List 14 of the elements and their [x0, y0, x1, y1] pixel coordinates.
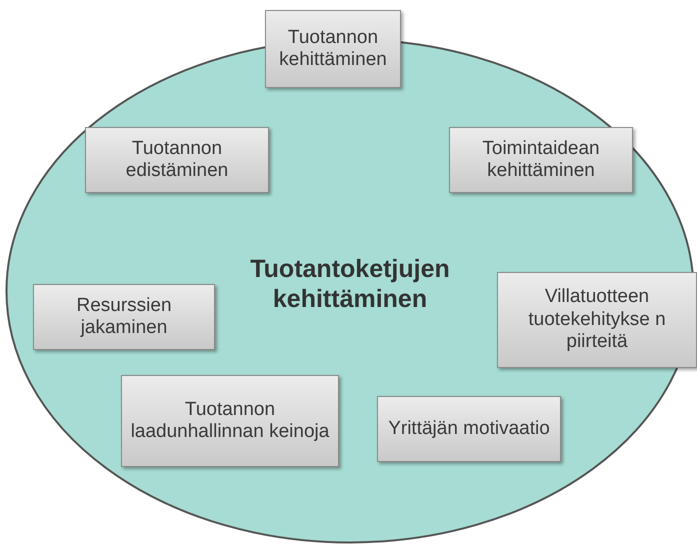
box-label: Tuotannon laadunhallinnan keinoja	[130, 398, 330, 444]
topic-box	[377, 396, 561, 462]
main-title: Tuotantoketjujen kehittäminen	[249, 254, 451, 314]
box-label: Tuotannon edistäminen	[124, 138, 230, 182]
topic-box	[265, 10, 401, 88]
box-label: Resurssien jakaminen	[75, 294, 173, 340]
topic-box	[449, 127, 633, 193]
topic-box	[33, 284, 215, 350]
box-label: Yrittäjän motivaatio	[387, 418, 551, 440]
topic-box	[85, 127, 269, 193]
box-label: Toimintaidean kehittäminen	[481, 138, 601, 182]
topic-box	[121, 375, 339, 467]
box-label: Tuotannon kehittäminen	[278, 26, 388, 72]
box-label: Villatuotteen tuotekehitykse n piirteitä	[527, 286, 667, 354]
